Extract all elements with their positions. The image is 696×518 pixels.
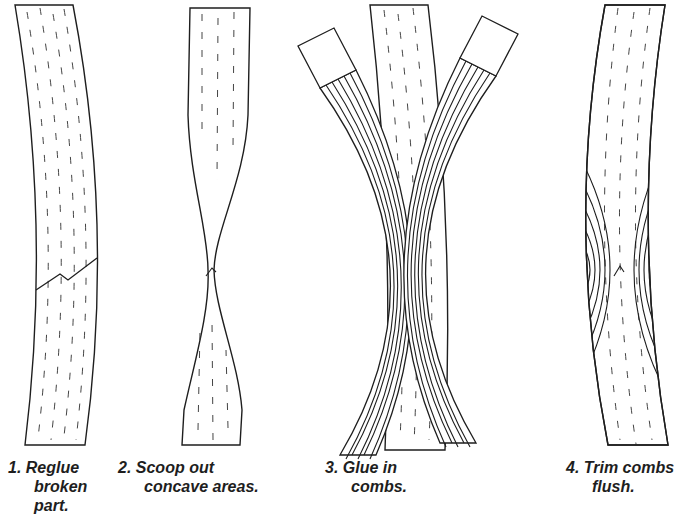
step-caption: 2. Scoop out concave areas. — [118, 458, 280, 496]
step-caption: 4. Trim combs flush. — [566, 458, 690, 496]
broken-strip — [15, 5, 98, 445]
laminated-combs — [298, 16, 518, 459]
step-caption: 3. Glue in combs. — [325, 458, 437, 496]
step-caption: 1. Reglue broken part. — [8, 458, 108, 515]
trimmed-strip — [570, 5, 670, 445]
scooped-strip — [182, 8, 250, 445]
